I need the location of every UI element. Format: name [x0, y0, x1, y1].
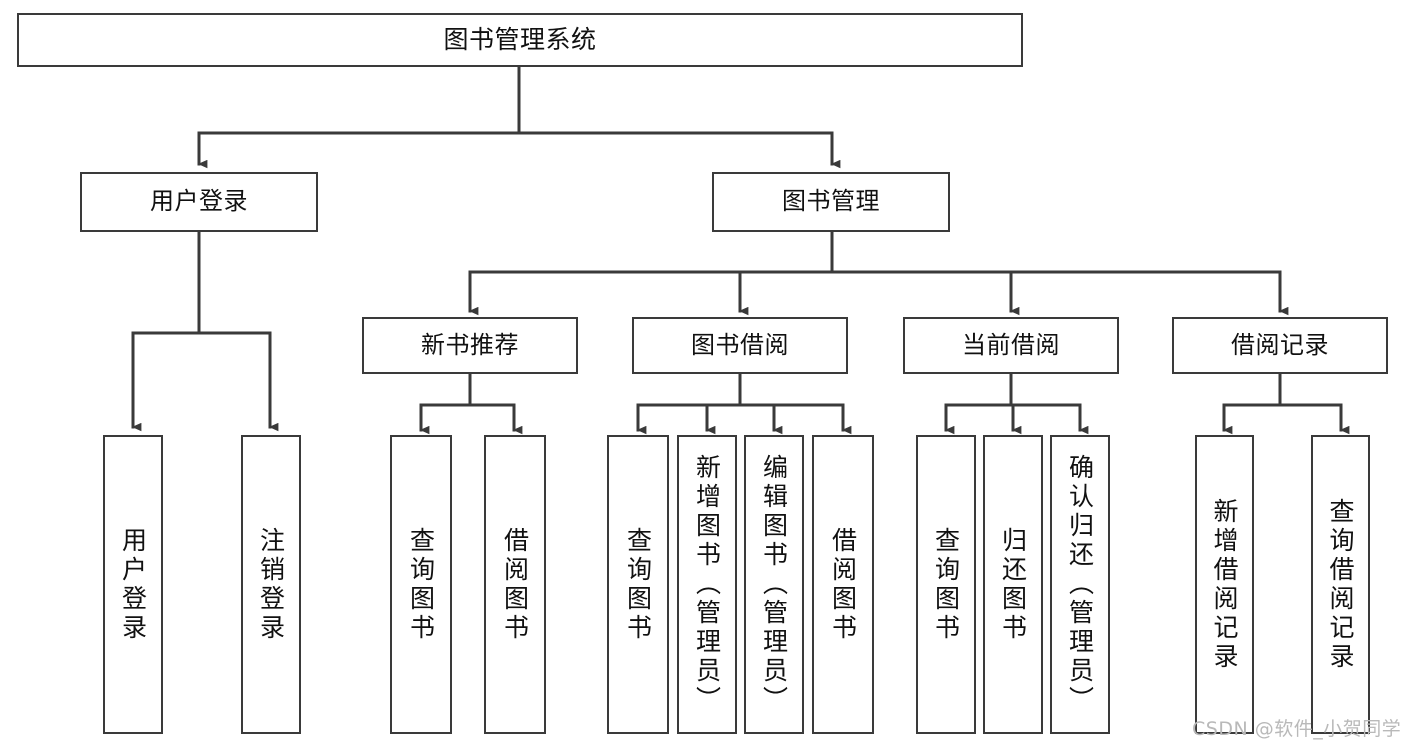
- leaf-confirm-return-admin[interactable]: 确认归还（管理员）: [1050, 435, 1110, 734]
- node-label: 新书推荐: [421, 330, 519, 359]
- leaf-add-book-admin[interactable]: 新增图书（管理员）: [677, 435, 737, 734]
- node-book-borrowing[interactable]: 图书借阅: [632, 317, 848, 374]
- node-label: 借阅记录: [1231, 330, 1329, 359]
- node-borrowing-records[interactable]: 借阅记录: [1172, 317, 1388, 374]
- node-label: 查询借阅记录: [1326, 497, 1355, 672]
- node-label: 新增图书（管理员）: [692, 454, 722, 715]
- node-label: 当前借阅: [962, 330, 1060, 359]
- node-label: 用户登录: [118, 526, 148, 643]
- node-user-login[interactable]: 用户登录: [80, 172, 318, 232]
- leaf-return-books[interactable]: 归还图书: [983, 435, 1043, 734]
- leaf-logout[interactable]: 注销登录: [241, 435, 301, 734]
- leaf-query-books-current[interactable]: 查询图书: [916, 435, 976, 734]
- node-new-book-recommendation[interactable]: 新书推荐: [362, 317, 578, 374]
- node-label: 查询图书: [406, 526, 436, 643]
- node-label: 图书管理系统: [443, 24, 597, 54]
- node-current-borrowing[interactable]: 当前借阅: [903, 317, 1119, 374]
- leaf-borrow-books[interactable]: 借阅图书: [812, 435, 874, 734]
- node-label: 编辑图书（管理员）: [759, 454, 789, 715]
- node-label: 借阅图书: [500, 526, 530, 643]
- node-label: 用户登录: [150, 187, 248, 216]
- node-label: 归还图书: [998, 526, 1028, 643]
- node-book-management[interactable]: 图书管理: [712, 172, 950, 232]
- leaf-query-books-borrow[interactable]: 查询图书: [607, 435, 669, 734]
- node-label: 确认归还（管理员）: [1065, 454, 1095, 715]
- node-label: 新增借阅记录: [1210, 497, 1239, 672]
- leaf-query-books-newbook[interactable]: 查询图书: [390, 435, 452, 734]
- node-label: 查询图书: [623, 526, 653, 643]
- node-label: 图书管理: [782, 187, 880, 216]
- leaf-edit-book-admin[interactable]: 编辑图书（管理员）: [744, 435, 804, 734]
- leaf-query-borrow-record[interactable]: 查询借阅记录: [1311, 435, 1370, 734]
- node-label: 查询图书: [931, 526, 961, 643]
- node-label: 注销登录: [256, 526, 286, 643]
- leaf-borrow-books-newbook[interactable]: 借阅图书: [484, 435, 546, 734]
- node-root-book-management-system[interactable]: 图书管理系统: [17, 13, 1023, 67]
- node-label: 图书借阅: [691, 330, 789, 359]
- leaf-user-login[interactable]: 用户登录: [103, 435, 163, 734]
- leaf-add-borrow-record[interactable]: 新增借阅记录: [1195, 435, 1254, 734]
- node-label: 借阅图书: [828, 526, 858, 643]
